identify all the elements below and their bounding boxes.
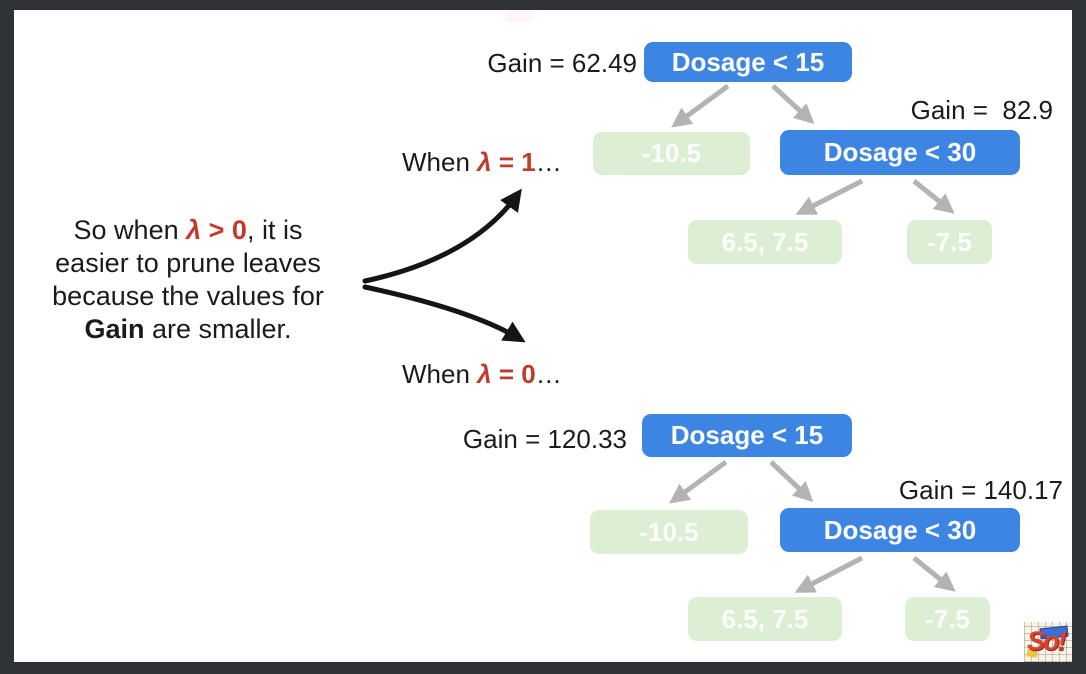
text-segment-red: > 0 (201, 215, 247, 245)
lambda-symbol: λ (477, 359, 492, 389)
text-segment-red: = 0 (491, 359, 536, 389)
gain-label-split-lambda0: Gain = 140.17 (898, 475, 1063, 505)
edge-split-to-right-leaf-lambda1 (912, 179, 955, 214)
annotation-line-1: So when λ > 0, it is (22, 214, 354, 247)
gain-label-root-lambda1: Gain = 62.49 (487, 48, 637, 78)
logo-text: So! (1027, 626, 1066, 656)
branch-arrows (362, 188, 526, 343)
annotation-line-4: Gain are smaller. (22, 313, 354, 346)
text-segment: When (402, 147, 478, 177)
node-dosage-lt-30-lambda1: Dosage < 30 (780, 130, 1020, 175)
node-dosage-lt-15-lambda1: Dosage < 15 (644, 42, 852, 82)
text-segment: are smaller. (144, 314, 292, 344)
arrow-to-lambda0-case (362, 284, 526, 343)
slide-canvas: So when λ > 0, it is easier to prune lea… (14, 10, 1072, 662)
node-dosage-lt-15-lambda0: Dosage < 15 (642, 414, 852, 457)
lambda-symbol: λ (186, 215, 202, 245)
gain-word-bold: Gain (84, 314, 145, 344)
edge-split-to-right-leaf-lambda0 (912, 556, 956, 592)
leaf-neg-7-5-lambda1: -7.5 (907, 220, 992, 264)
when-lambda-1-label: When λ = 1… (402, 147, 562, 178)
leaf-neg-10-5-lambda0: -10.5 (590, 510, 748, 554)
ellipsis: … (535, 359, 562, 389)
node-dosage-lt-30-lambda0: Dosage < 30 (780, 508, 1020, 552)
text-segment: , it is (246, 215, 303, 245)
text-segment: When (402, 359, 478, 389)
leaf-6-5-7-5-lambda1: 6.5, 7.5 (688, 220, 842, 264)
ellipsis: … (535, 147, 562, 177)
annotation-text: So when λ > 0, it is easier to prune lea… (22, 214, 354, 346)
edge-root-to-left-leaf-lambda1 (671, 83, 730, 128)
arrow-to-lambda1-case (362, 188, 522, 284)
edge-root-to-split-lambda0 (769, 460, 814, 503)
annotation-line-3: because the values for (52, 281, 324, 311)
leaf-neg-7-5-lambda0: -7.5 (905, 597, 990, 641)
edge-split-to-left-leaf-lambda1 (795, 178, 864, 215)
gain-label-root-lambda0: Gain = 120.33 (462, 424, 627, 454)
gain-label-split-lambda1: Gain = 82.9 (910, 95, 1053, 125)
edge-root-to-split-lambda1 (771, 84, 815, 125)
edge-split-to-left-leaf-lambda0 (794, 555, 864, 593)
text-segment-red: = 1 (491, 147, 536, 177)
leaf-neg-10-5-lambda1: -10.5 (593, 132, 750, 175)
statquest-logo: So! (1024, 622, 1072, 662)
leaf-6-5-7-5-lambda0: 6.5, 7.5 (688, 597, 842, 641)
top-edge-artifact (505, 10, 532, 22)
when-lambda-0-label: When λ = 0… (402, 359, 562, 390)
edge-root-to-left-leaf-lambda0 (669, 459, 728, 504)
annotation-line-2: easier to prune leaves (55, 248, 321, 278)
text-segment: So when (73, 215, 187, 245)
lambda-symbol: λ (477, 147, 492, 177)
